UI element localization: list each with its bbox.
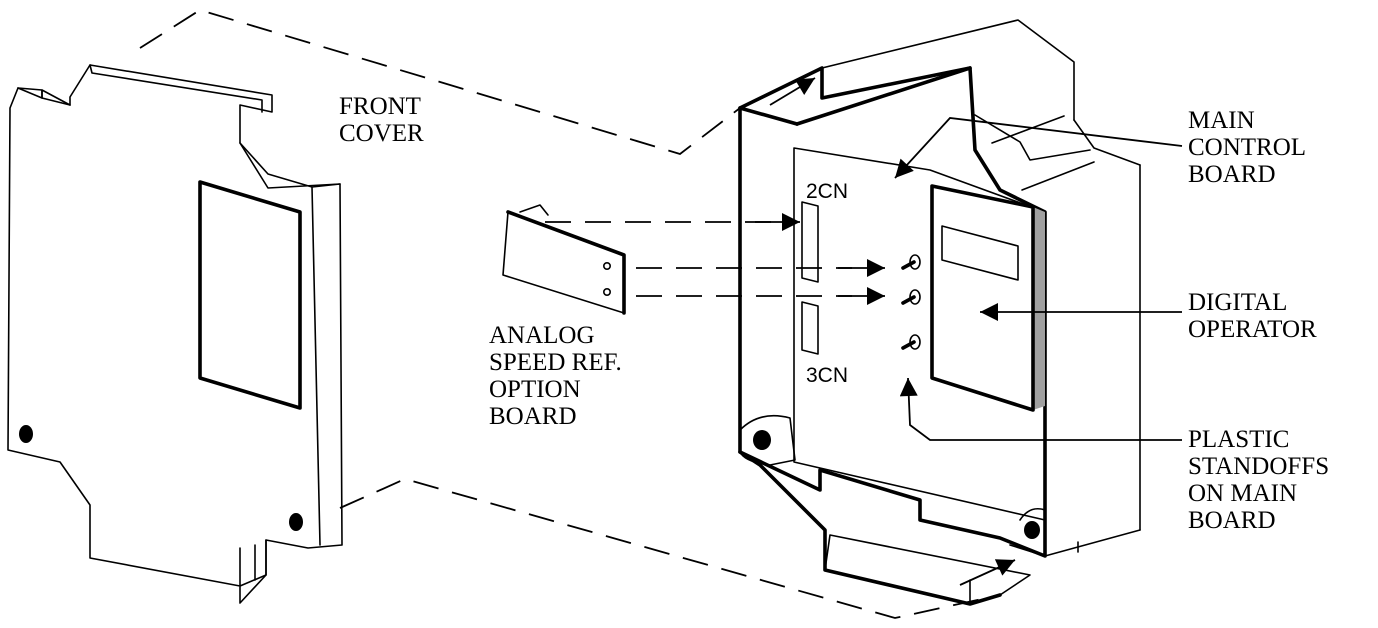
label-main-control-board-line-2: CONTROL — [1188, 134, 1307, 161]
label-option-board-line-1: ANALOG — [489, 322, 595, 349]
main-control-board-panel — [793, 147, 1046, 521]
option-board — [502, 204, 626, 315]
standoff-1 — [909, 254, 921, 270]
label-front-cover-line-2: COVER — [339, 120, 424, 147]
inverter-top-slot-2 — [1021, 161, 1095, 191]
label-main-control-board-line-1: MAIN — [1188, 107, 1255, 134]
label-option-board: ANALOG SPEED REF. OPTION BOARD — [489, 322, 622, 430]
option-board-hole-1 — [602, 261, 611, 270]
option-board-top-edge — [506, 210, 626, 315]
guide-cover-bottom — [339, 478, 1001, 619]
inverter-top-right — [1073, 119, 1141, 166]
standoff-2-post — [901, 295, 916, 305]
front-cover-right-edge — [311, 183, 341, 188]
label-plastic-standoffs-line-3: ON MAIN — [1188, 480, 1298, 507]
inverter-right-bottom — [1044, 529, 1141, 557]
connector-3cn — [801, 301, 819, 355]
digital-operator-display — [941, 225, 1019, 281]
inverter-boss-left — [739, 414, 796, 466]
leader-plastic-standoffs — [899, 377, 1182, 441]
label-front-cover-line-1: FRONT — [339, 93, 421, 120]
assembly-arrows — [755, 77, 1016, 586]
standoff-1-post — [901, 260, 916, 270]
connector-2cn — [801, 201, 819, 283]
inverter-top-slot-1 — [991, 115, 1065, 144]
digital-operator-shade — [1033, 207, 1045, 410]
front-cover-screw-hole-left — [19, 425, 33, 443]
leader-lines — [894, 117, 1183, 441]
front-cover-right-inner — [239, 142, 321, 546]
label-front-cover: FRONT COVER — [339, 93, 424, 147]
front-cover-notch-left — [17, 87, 71, 106]
label-plastic-standoffs-line-1: PLASTIC — [1188, 426, 1290, 453]
label-digital-operator: DIGITAL OPERATOR — [1188, 289, 1317, 343]
front-cover-screw-hole-right — [289, 513, 303, 531]
inverter-top-ridge — [974, 114, 1091, 161]
leader-main-control-board — [894, 117, 1183, 179]
label-digital-operator-line-1: DIGITAL — [1188, 289, 1288, 316]
front-cover — [7, 64, 343, 604]
inverter-chassis-left-bracket — [738, 106, 799, 126]
label-connector-2cn: 2CN — [806, 180, 849, 203]
option-board-connector-tab — [519, 204, 549, 216]
option-board-hole-2 — [602, 287, 611, 296]
digital-operator-body — [930, 184, 1035, 412]
front-cover-top-inner — [89, 64, 263, 113]
standoff-2 — [909, 289, 921, 305]
inverter-screw-hole-left — [753, 430, 771, 450]
guide-cover-top-left — [139, 9, 741, 155]
standoff-3 — [909, 334, 921, 350]
inverter-boss-right — [1009, 507, 1046, 557]
label-main-control-board: MAIN CONTROL BOARD — [1188, 107, 1306, 188]
front-cover-outline — [7, 64, 343, 604]
label-option-board-line-2: SPEED REF. — [489, 349, 622, 376]
label-option-board-line-4: BOARD — [489, 403, 577, 430]
label-digital-operator-line-2: OPERATOR — [1188, 316, 1317, 343]
arrow-cover-bottom — [959, 559, 1016, 586]
label-plastic-standoffs-line-4: BOARD — [1188, 507, 1276, 534]
arrow-cover-top — [769, 77, 816, 106]
label-option-board-line-3: OPTION — [489, 376, 581, 403]
front-cover-window — [198, 180, 302, 410]
plastic-standoffs — [901, 254, 921, 350]
inverter-screw-hole-right — [1024, 521, 1040, 539]
label-connector-3cn: 3CN — [806, 364, 849, 387]
inverter-assembly — [738, 19, 1141, 606]
label-plastic-standoffs-line-2: STANDOFFS — [1188, 453, 1330, 480]
label-main-control-board-line-3: BOARD — [1188, 161, 1276, 188]
inverter-bottom-inner — [824, 534, 1031, 596]
assembly-guide-lines — [139, 9, 1001, 619]
label-plastic-standoffs: PLASTIC STANDOFFS ON MAIN BOARD — [1188, 426, 1329, 534]
front-cover-bottom-notch — [239, 539, 267, 587]
inverter-top-outline — [821, 19, 1075, 121]
standoff-3-post — [901, 340, 916, 350]
inverter-chassis-top-rail — [795, 66, 972, 126]
